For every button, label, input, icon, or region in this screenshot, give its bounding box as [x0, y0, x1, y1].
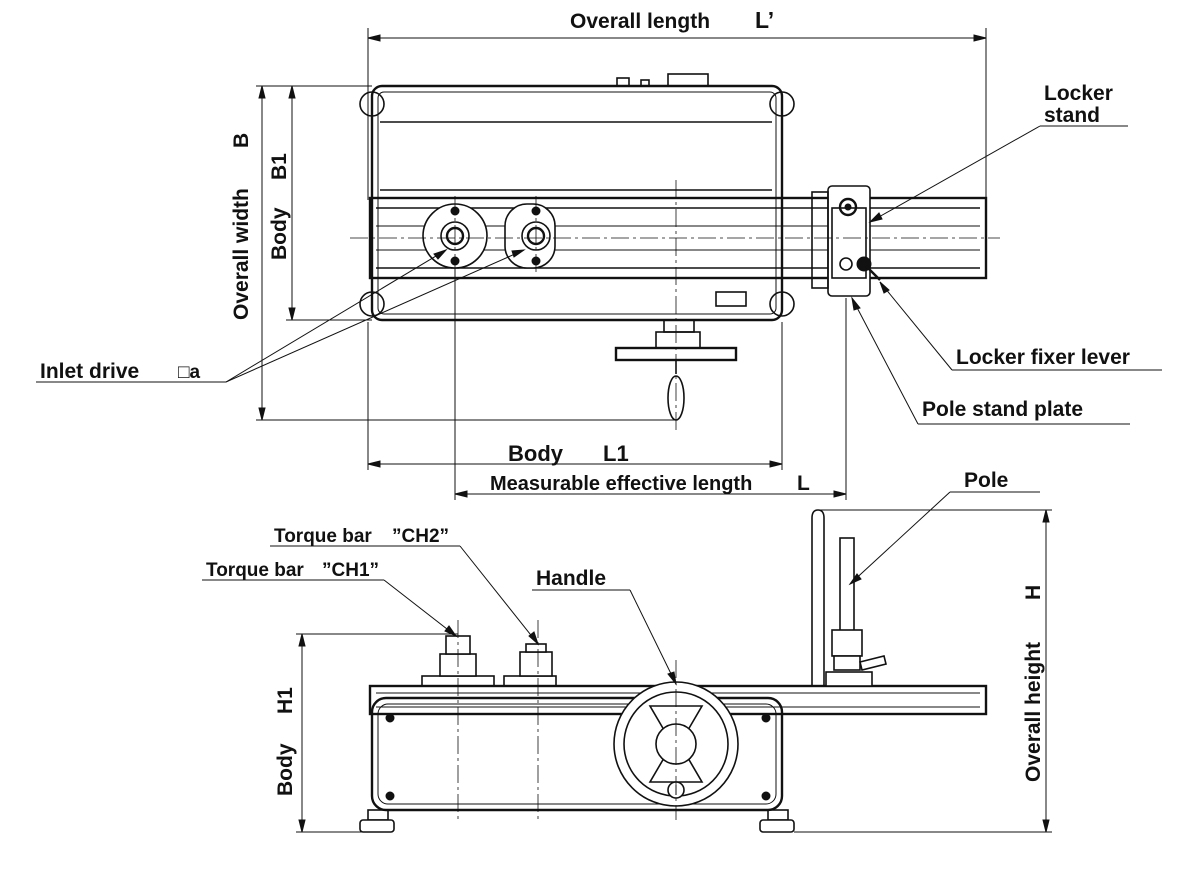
label-inlet-drive: Inlet drive [40, 360, 139, 383]
label-measurable-length: Measurable effective length [490, 473, 752, 495]
corner-bumper [359, 291, 385, 317]
label-inlet-drive-sym: □a [178, 362, 200, 383]
foot [359, 819, 395, 833]
front-body-inner [377, 703, 777, 805]
pole-front [811, 509, 887, 687]
ch2-torque-bar-front [503, 643, 557, 687]
leader-inlet-drive [36, 248, 526, 383]
dim-body-l1 [367, 322, 783, 470]
front-view [359, 509, 988, 833]
leader-ch1 [202, 579, 458, 638]
corner-bumper [359, 91, 385, 117]
handle-hub-top [655, 331, 701, 349]
leader-pole-stand-plate [851, 296, 1130, 425]
top-connector [640, 79, 650, 87]
label-body-b1-sym: B1 [268, 153, 291, 180]
foot [759, 819, 795, 833]
dim-overall-height [794, 509, 1052, 833]
display-window [715, 291, 747, 307]
screw [385, 791, 395, 801]
dim-overall-length [367, 28, 987, 200]
label-body-b1: Body [268, 207, 291, 260]
front-body [370, 696, 784, 812]
label-pole-stand-plate: Pole stand plate [922, 398, 1083, 421]
label-body-h1-sym: H1 [274, 687, 297, 714]
handle-hub-top [663, 319, 695, 333]
leader-locker-fixer [879, 281, 1162, 371]
dim-body-h1 [296, 633, 458, 833]
top-rail [368, 196, 988, 280]
screw [761, 713, 771, 723]
locker-stand-top [811, 185, 881, 297]
label-overall-height-sym: H [1022, 585, 1045, 600]
leader-pole [848, 491, 1040, 586]
label-overall-length: Overall length [570, 10, 710, 33]
label-overall-width: Overall width [230, 188, 253, 320]
label-overall-width-sym: B [230, 133, 253, 148]
ch2-disc-top [504, 203, 556, 269]
label-torque-bar-ch1-sym: ”CH1” [322, 560, 379, 581]
label-torque-bar-ch2: Torque bar [274, 526, 372, 547]
label-locker-stand-line1: Locker [1044, 82, 1113, 105]
label-torque-bar-ch1: Torque bar [206, 560, 304, 581]
label-body-l1: Body [508, 441, 564, 466]
corner-bumper [769, 291, 795, 317]
screw [761, 791, 771, 801]
foot [767, 809, 789, 821]
top-body-outline [370, 84, 784, 322]
leader-locker-stand [868, 125, 1128, 223]
dim-measurable-l [454, 268, 847, 500]
foot [367, 809, 389, 821]
screw [385, 713, 395, 723]
label-torque-bar-ch2-sym: ”CH2” [392, 526, 449, 547]
top-connector [667, 73, 709, 87]
label-locker-fixer-lever: Locker fixer lever [956, 346, 1130, 369]
label-body-l1-sym: L1 [603, 441, 629, 466]
label-overall-length-sym: L’ [755, 7, 774, 33]
label-body-h1: Body [274, 743, 297, 796]
top-view [350, 73, 1000, 430]
leader-handle [532, 589, 677, 686]
label-overall-height: Overall height [1022, 642, 1045, 782]
label-handle: Handle [536, 567, 606, 590]
leader-ch2 [270, 545, 540, 646]
corner-bumper [769, 91, 795, 117]
dim-body-b1 [286, 85, 372, 321]
label-measurable-length-sym: L [797, 472, 810, 495]
label-pole: Pole [964, 469, 1008, 492]
top-connector [616, 77, 630, 87]
label-locker-stand-line2: stand [1044, 104, 1100, 127]
top-body-inner [377, 91, 777, 315]
